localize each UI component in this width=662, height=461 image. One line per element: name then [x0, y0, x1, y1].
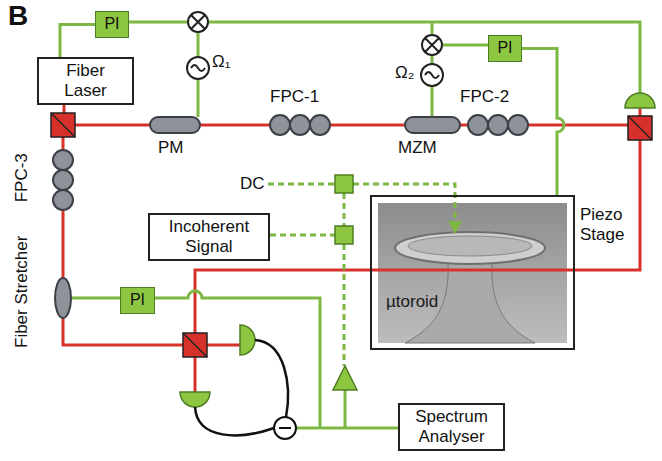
signal-source-box: Incoherent Signal: [148, 213, 270, 261]
beam-splitter-diagonal: [183, 333, 207, 357]
fpc-paddle: [310, 115, 330, 135]
component-label: MZM: [398, 138, 437, 158]
toroid-top: [408, 236, 532, 256]
adder-square: [335, 226, 353, 244]
wire: [197, 32, 200, 57]
wire-connector: [60, 25, 95, 58]
dashed-wire: [270, 234, 335, 237]
oscillator-tilde: [191, 65, 205, 71]
wire: [431, 86, 434, 117]
beam-splitter-diagonal: [628, 116, 652, 140]
fpc-paddle: [53, 190, 73, 210]
node-text: Spectrum Analyser: [406, 407, 497, 446]
component-label: FPC-1: [270, 87, 319, 107]
oscillator-tilde: [425, 72, 439, 78]
wire: [344, 390, 347, 428]
detector-cable: [255, 340, 288, 417]
dashed-wire: [343, 193, 346, 226]
dashed-wire: [343, 244, 346, 366]
wire: [71, 297, 120, 300]
fiber: [639, 108, 642, 116]
mixer-cross: [425, 38, 439, 52]
polarization-controllers: [53, 115, 528, 318]
mixer-symbol: [422, 35, 442, 55]
fpc-paddle: [290, 115, 310, 135]
analyser-box: Spectrum Analyser: [398, 403, 505, 451]
fpc-paddle: [508, 115, 528, 135]
electrical-wires: [71, 22, 640, 428]
stage-box: µtoroid: [370, 195, 575, 350]
laser-box: Fiber Laser: [37, 57, 134, 105]
controller-box: PI: [95, 11, 129, 38]
subtractor-symbol: [274, 417, 296, 439]
node-text: PI: [130, 291, 145, 309]
wire: [197, 79, 200, 117]
beam-splitter-diagonal: [51, 113, 75, 137]
controller-box: PI: [488, 35, 522, 62]
fpc-paddle: [53, 150, 73, 170]
dashed-wire: [268, 183, 335, 186]
fiber: [207, 344, 240, 347]
node-text: µtoroid: [386, 292, 438, 312]
fpc-paddle: [270, 115, 290, 135]
node-text: Incoherent Signal: [156, 217, 262, 256]
component-label: FPC-3: [12, 153, 32, 202]
panel-letter: B: [8, 0, 28, 32]
beam-splitter: [628, 116, 652, 140]
beam-splitter: [51, 113, 75, 137]
toroid-disk: [395, 232, 545, 264]
photodetector: [180, 392, 210, 407]
detector-cable: [195, 407, 274, 435]
wire: [431, 22, 434, 35]
node-text: PI: [497, 39, 512, 57]
component-label: PM: [158, 138, 184, 158]
frequency-label: Ω₁: [212, 52, 230, 72]
component-label: FPC-2: [460, 87, 509, 107]
subtractor-minus: [279, 427, 291, 429]
dashed-wire: [353, 184, 455, 222]
oscillator-symbol: [421, 64, 443, 86]
dashed-wires: [268, 184, 455, 366]
optical-fibers: [63, 93, 640, 392]
fiber-stretcher: [55, 278, 71, 318]
node-text: PI: [104, 15, 119, 33]
signal-label: DC: [240, 174, 265, 194]
controller-box: PI: [120, 287, 155, 314]
arrowhead: [448, 221, 462, 234]
fpc-paddle: [468, 115, 488, 135]
wire: [129, 21, 188, 24]
wire: [431, 55, 434, 64]
wire: [155, 291, 320, 428]
beam-splitter: [183, 333, 207, 357]
wire: [442, 44, 488, 47]
wire: [296, 427, 398, 430]
wire-connector: [522, 49, 564, 196]
fiber: [194, 357, 197, 392]
beam-splitters: [51, 113, 652, 357]
phase-modulator: [150, 117, 200, 133]
oscillator-symbol: [187, 57, 209, 79]
component-label: Piezo Stage: [580, 205, 636, 244]
wire: [208, 22, 640, 93]
mixer-cross: [191, 15, 205, 29]
node-text: Fiber Laser: [45, 61, 126, 100]
adder-square: [335, 175, 353, 193]
frequency-label: Ω₂: [395, 63, 414, 83]
photodetector: [625, 93, 655, 108]
fpc-paddle: [488, 115, 508, 135]
amplifier-symbol: [333, 366, 357, 390]
mach-zehnder-modulator: [405, 117, 460, 133]
fpc-paddle: [53, 170, 73, 190]
sem-image: [378, 203, 567, 343]
mixer-symbol: [188, 12, 208, 32]
component-label: Fiber Stretcher: [12, 236, 32, 348]
photodetector: [240, 325, 255, 355]
